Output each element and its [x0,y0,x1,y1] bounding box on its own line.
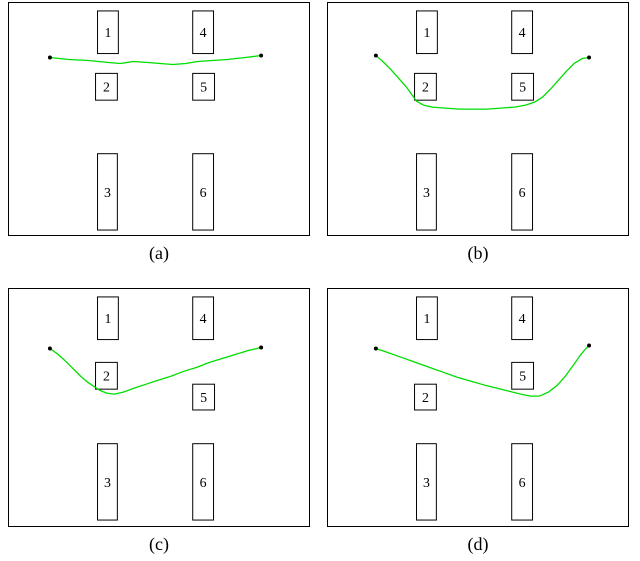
obstacle-box-2 [95,361,118,390]
obstacle-box-6 [511,443,534,521]
start-dot [373,53,378,58]
start-dot [47,55,52,60]
obstacle-label-2: 2 [103,370,110,385]
obstacle-box-3 [97,153,118,231]
obstacle-box-2 [414,383,437,411]
obstacle-box-2 [95,72,118,101]
obstacle-label-3: 3 [104,476,111,491]
obstacle-label-5: 5 [519,81,526,96]
obstacle-label-5: 5 [200,81,207,96]
obstacle-box-4 [192,10,215,55]
obstacle-label-3: 3 [104,186,111,201]
panel-d-plot: 1 4 5 2 3 6 [327,288,629,527]
obstacle-box-6 [511,153,534,231]
obstacle-label-4: 4 [200,26,207,41]
end-dot [259,345,264,350]
obstacle-label-1: 1 [104,26,111,41]
obstacle-box-3 [97,443,118,521]
trajectory-path [375,54,590,110]
trajectory-path [49,54,262,66]
obstacle-box-3 [416,153,437,231]
panel-c: 1 4 2 5 3 6 (c) [8,288,310,555]
obstacle-label-3: 3 [423,186,430,201]
end-dot [587,343,592,348]
obstacle-label-4: 4 [519,26,526,41]
obstacle-label-2: 2 [422,391,429,406]
panel-b-caption: (b) [467,243,489,263]
trajectory-path [375,344,590,397]
panel-a-caption: (a) [149,243,169,263]
obstacle-label-6: 6 [519,186,526,201]
obstacle-label-5: 5 [519,370,526,385]
panel-a-plot: 1 4 2 5 3 6 [8,2,310,236]
obstacle-box-3 [416,443,437,521]
obstacle-label-3: 3 [423,476,430,491]
end-dot [259,53,264,58]
end-dot [587,55,592,60]
obstacle-box-1 [97,10,119,55]
start-dot [373,346,378,351]
obstacle-label-6: 6 [200,476,207,491]
start-dot [47,346,52,351]
obstacle-box-4 [192,296,215,341]
panel-c-caption: (c) [149,534,169,554]
panel-c-plot: 1 4 2 5 3 6 [8,288,310,527]
panel-a: 1 4 2 5 3 6 (a) [8,2,310,264]
obstacle-box-6 [192,153,215,231]
obstacle-box-4 [511,296,534,341]
obstacle-label-6: 6 [200,186,207,201]
panel-d: 1 4 5 2 3 6 (d) [327,288,629,555]
obstacle-box-5 [511,361,535,390]
obstacle-box-2 [414,72,437,101]
panel-b: 1 4 2 5 3 6 (b) [327,2,629,264]
obstacle-label-1: 1 [104,312,111,327]
trajectory-path [49,346,262,395]
obstacle-box-5 [192,72,216,101]
obstacle-label-4: 4 [200,312,207,327]
obstacle-label-5: 5 [200,391,207,406]
obstacle-label-1: 1 [423,26,430,41]
obstacle-box-5 [511,72,535,101]
obstacle-box-4 [511,10,534,55]
obstacle-label-4: 4 [519,312,526,327]
obstacle-label-2: 2 [422,81,429,96]
panel-d-caption: (d) [467,534,489,554]
obstacle-label-2: 2 [103,81,110,96]
obstacle-box-1 [97,296,119,341]
obstacle-box-1 [416,10,438,55]
obstacle-label-6: 6 [519,476,526,491]
obstacle-box-6 [192,443,215,521]
obstacle-box-5 [192,383,216,411]
obstacle-box-1 [416,296,438,341]
panel-b-plot: 1 4 2 5 3 6 [327,2,629,236]
obstacle-label-1: 1 [423,312,430,327]
